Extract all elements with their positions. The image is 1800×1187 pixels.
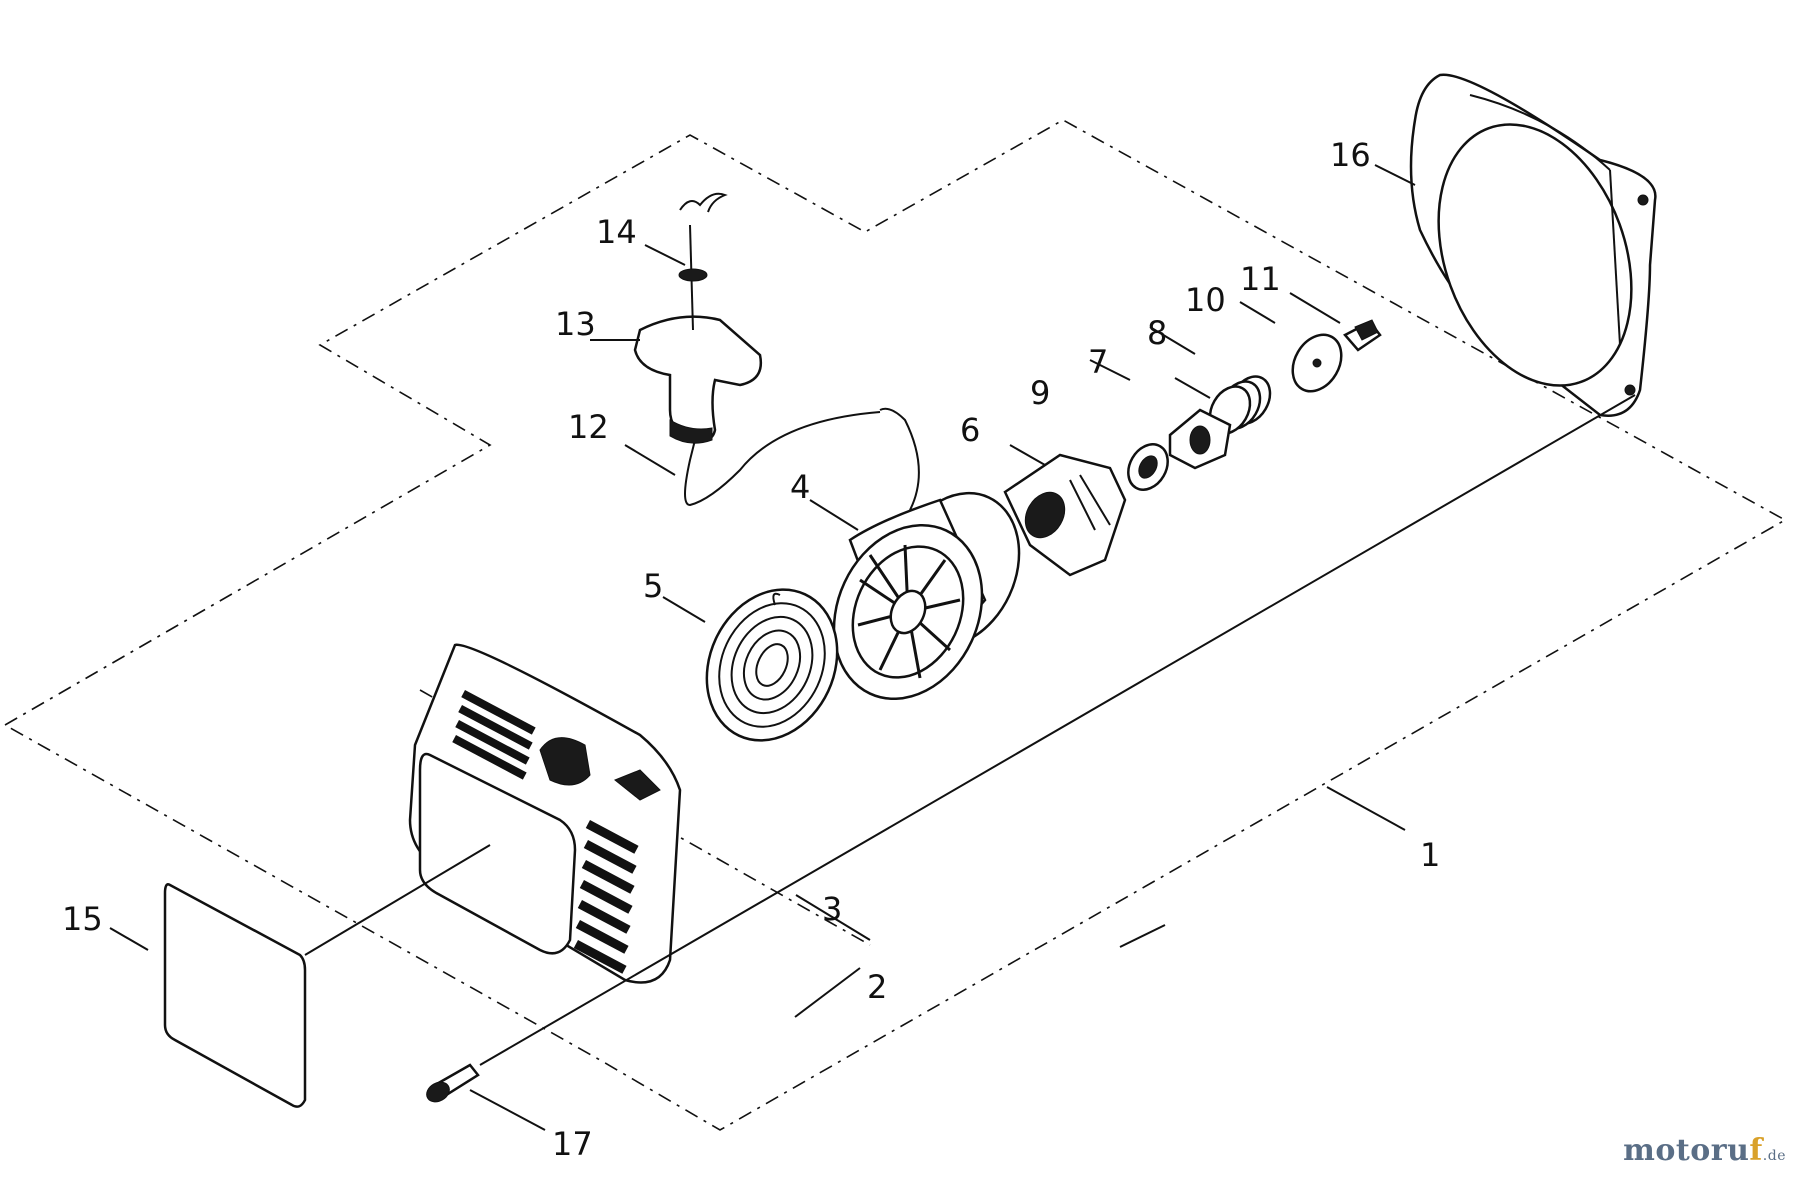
callout-4: 4 [790, 468, 810, 506]
callout-5: 5 [643, 567, 663, 605]
rope-pin-part [678, 192, 728, 331]
starter-rope-part [684, 411, 881, 507]
callout-1: 1 [1420, 836, 1440, 874]
callout-15: 15 [62, 900, 103, 938]
callout-7: 7 [1088, 343, 1108, 381]
recoil-spring-part [705, 588, 839, 742]
callout-3: 3 [822, 890, 842, 928]
watermark-brand-main: motoru [1623, 1133, 1750, 1168]
mounting-bolt-part [426, 1063, 480, 1103]
callout-11: 11 [1240, 260, 1281, 298]
callout-17: 17 [552, 1125, 593, 1163]
watermark-brand-accent: f [1749, 1133, 1763, 1168]
callout-12: 12 [568, 408, 609, 446]
callout-13: 13 [555, 305, 596, 343]
washer-part [1291, 333, 1343, 393]
label-axis-line [304, 844, 491, 956]
callout-2: 2 [867, 968, 887, 1006]
starter-handle-part [633, 315, 763, 444]
friction-ring-part [1127, 443, 1169, 491]
assembly-axis-line [479, 394, 1636, 1066]
watermark-tld: .de [1762, 1148, 1786, 1164]
starter-housing-part [408, 643, 682, 984]
label-plate-part [163, 883, 307, 1108]
motoruf-watermark: motoruf.de [1623, 1133, 1786, 1168]
callout-8: 8 [1147, 314, 1167, 352]
callout-14: 14 [596, 213, 637, 251]
assembly-group-outline [3, 119, 1787, 1131]
callout-16: 16 [1330, 136, 1371, 174]
callout-10: 10 [1185, 281, 1226, 319]
center-screw-part [1343, 319, 1382, 352]
recoil-reel-part [832, 407, 1021, 701]
ratchet-guide-part [1003, 453, 1127, 577]
fan-cover-part [1409, 73, 1657, 417]
ratchet-part [1168, 408, 1232, 470]
callout-9: 9 [1030, 374, 1050, 412]
leader-lines [109, 164, 1416, 1131]
callout-6: 6 [960, 411, 980, 449]
ratchet-spring-part [1208, 375, 1272, 435]
